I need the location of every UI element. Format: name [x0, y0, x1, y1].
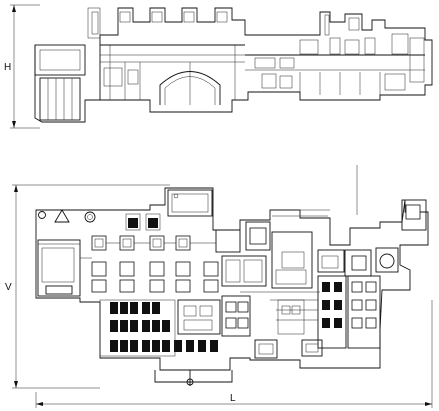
length-dimension: L — [35, 165, 433, 408]
fuse-matrix — [99, 299, 218, 357]
vertical-label: V — [5, 282, 12, 293]
fuse-columns-right — [254, 275, 381, 359]
plan-view: V L — [5, 165, 433, 408]
vertical-dimension: V — [5, 184, 170, 389]
length-label: L — [230, 393, 236, 404]
side-elevation-view: H — [4, 4, 433, 129]
height-dimension: H — [4, 4, 40, 129]
height-label: H — [4, 62, 11, 73]
relay-grid-upper — [91, 235, 219, 293]
